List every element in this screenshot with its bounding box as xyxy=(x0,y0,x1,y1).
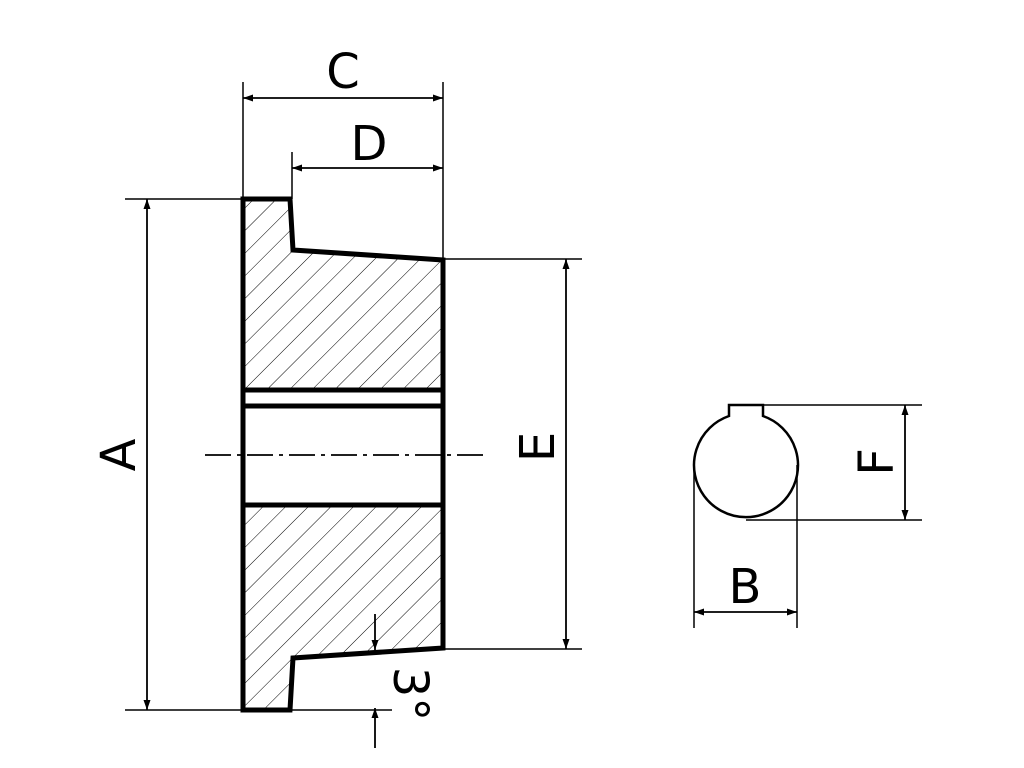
label-a: A xyxy=(91,438,147,471)
label-e: E xyxy=(510,432,566,462)
hub-outline-upper xyxy=(240,196,446,390)
label-f: F xyxy=(849,448,905,476)
hub-outline-lower xyxy=(240,505,446,713)
label-d: D xyxy=(351,116,388,172)
lower-section-hatch xyxy=(243,505,443,710)
label-b: B xyxy=(729,559,762,615)
upper-section-hatch xyxy=(243,199,443,390)
label-c: C xyxy=(326,44,360,100)
label-angle: 3° xyxy=(382,667,438,722)
keyed-bore-outline xyxy=(692,403,800,519)
